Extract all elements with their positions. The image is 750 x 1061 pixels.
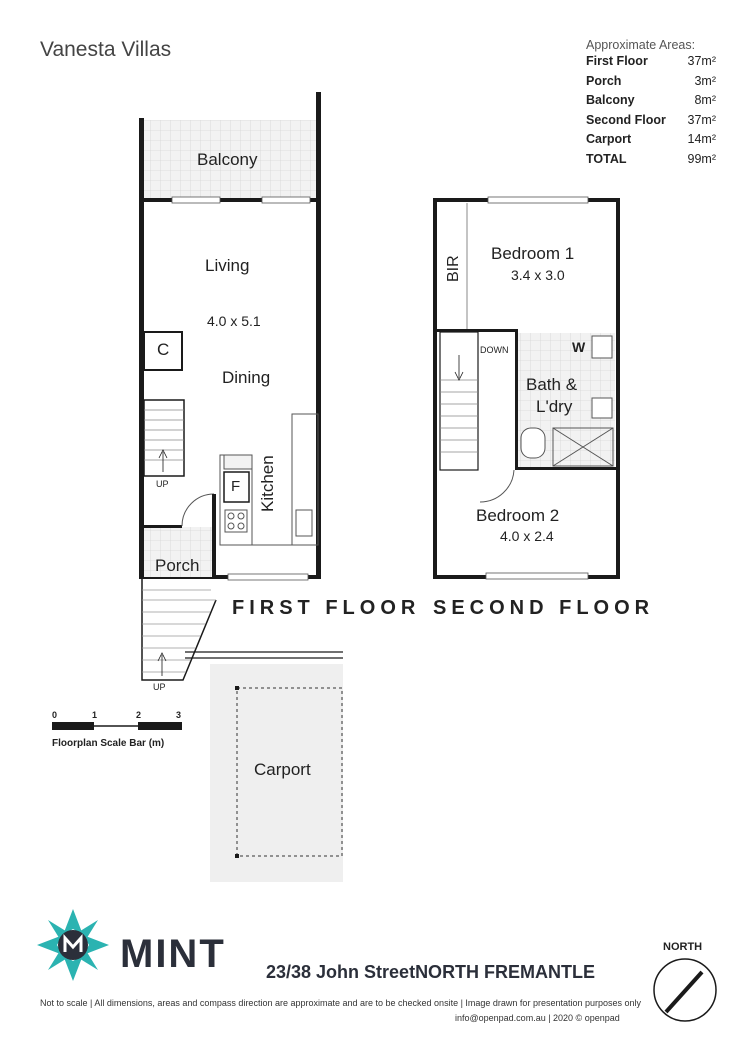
kitchen-window xyxy=(227,573,309,581)
carport-label: Carport xyxy=(254,760,311,779)
bedroom1-dimensions: 3.4 x 3.0 xyxy=(511,267,565,283)
bath-wall-bottom xyxy=(515,467,618,470)
scale-tick-3: 3 xyxy=(176,710,182,720)
closet-label: C xyxy=(157,340,170,359)
down-label: DOWN xyxy=(480,345,509,355)
bedroom1-label: Bedroom 1 xyxy=(491,244,575,263)
entry-steps xyxy=(141,579,217,681)
fridge-label: F xyxy=(231,478,241,495)
hall-wall xyxy=(437,329,517,332)
carport-outline xyxy=(236,687,343,857)
scale-caption: Floorplan Scale Bar (m) xyxy=(52,738,165,749)
carport-plan xyxy=(210,664,343,882)
stairs-second-floor xyxy=(439,331,479,471)
entry-up-label: UP xyxy=(153,682,166,692)
balcony-door-2 xyxy=(261,196,311,204)
wall-right xyxy=(316,92,321,578)
kitchen-wall xyxy=(212,494,216,578)
wall-balcony xyxy=(139,198,321,202)
balcony-area xyxy=(142,120,318,198)
wall-left xyxy=(139,118,144,578)
bath-wall-left xyxy=(515,329,518,469)
scale-tick-0: 0 xyxy=(52,710,58,720)
bedroom2-door-swing xyxy=(479,469,515,503)
project-title: Vanesta Villas xyxy=(40,38,172,61)
stairs-first-floor xyxy=(143,399,185,477)
balcony-door-1 xyxy=(171,196,221,204)
carport-area xyxy=(210,664,343,882)
porch-wall xyxy=(142,525,182,528)
north-compass xyxy=(653,958,717,1022)
bedroom1-window xyxy=(487,196,589,204)
first-floor-heading: FIRST FLOOR xyxy=(232,597,421,619)
bir-label: BIR xyxy=(445,255,462,282)
property-address: 23/38 John StreetNORTH FREMANTLE xyxy=(266,962,596,982)
scale-tick-2: 2 xyxy=(136,710,142,720)
second-floor-plan xyxy=(433,196,620,580)
scale-tick-1: 1 xyxy=(92,710,98,720)
carport-post xyxy=(235,854,239,858)
carport-post xyxy=(235,686,239,690)
porch-area xyxy=(144,527,216,577)
contact-line: info@openpad.com.au | 2020 © openpad xyxy=(455,1013,620,1023)
porch-door-swing xyxy=(181,493,215,527)
closet xyxy=(143,331,183,371)
living-label: Living xyxy=(205,256,250,275)
bedroom2-label: Bedroom 2 xyxy=(476,506,560,525)
areas-heading: Approximate Areas: xyxy=(586,38,696,52)
living-dimensions: 4.0 x 5.1 xyxy=(207,313,261,329)
bedroom2-dimensions: 4.0 x 2.4 xyxy=(500,528,554,544)
bedroom2-window xyxy=(485,572,589,580)
washer-label: W xyxy=(572,339,586,355)
scale-bar xyxy=(52,722,182,730)
balcony-label: Balcony xyxy=(197,150,258,169)
laundry-label: L'dry xyxy=(536,397,573,416)
north-label: NORTH xyxy=(663,941,703,953)
porch-label: Porch xyxy=(155,556,200,575)
first-floor-plan xyxy=(139,92,343,681)
second-floor-heading: SECOND FLOOR xyxy=(433,597,655,619)
disclaimer: Not to scale | All dimensions, areas and… xyxy=(40,998,642,1008)
brand-name: MINT xyxy=(120,932,226,976)
dining-label: Dining xyxy=(222,368,271,387)
mint-logo-mark xyxy=(37,909,109,981)
kitchen-bench xyxy=(219,413,319,546)
stair-up-label: UP xyxy=(156,479,169,489)
kitchen-label: Kitchen xyxy=(258,455,277,512)
bath-fixtures xyxy=(520,335,614,467)
bath-label: Bath & xyxy=(526,375,578,394)
